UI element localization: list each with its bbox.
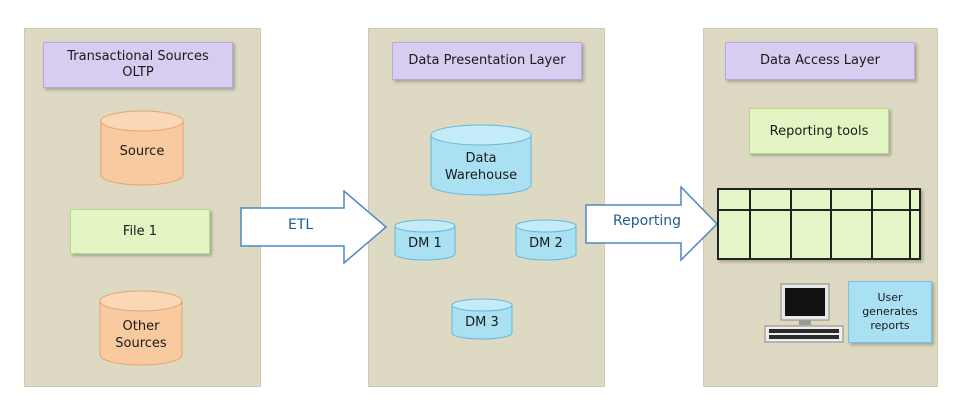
dm1-cylinder: DM 1 <box>394 219 456 261</box>
dm3-cylinder: DM 3 <box>451 298 513 340</box>
grid-line <box>909 190 911 258</box>
cylinder-shape <box>430 124 532 196</box>
header-data-access: Data Access Layer <box>725 42 915 80</box>
cylinder-shape <box>515 219 577 261</box>
data-warehouse-label: Data Warehouse <box>444 151 518 183</box>
user-generates-reports-box: User generates reports <box>848 281 932 343</box>
grid-line <box>719 209 919 211</box>
cylinder-shape <box>394 219 456 261</box>
grid-line <box>830 190 832 258</box>
cylinder-shape <box>99 290 183 366</box>
header-transactional-sources: Transactional Sources OLTP <box>43 42 233 88</box>
reporting-tools-box: Reporting tools <box>749 108 889 154</box>
dm2-label: DM 2 <box>529 236 563 251</box>
reporting-label: Reporting <box>613 213 682 229</box>
report-table-grid <box>717 188 921 260</box>
data-warehouse-cylinder: Data Warehouse <box>430 124 532 196</box>
arrow-shape <box>240 189 388 265</box>
source-cylinder: Source <box>100 110 184 186</box>
source-label: Source <box>119 144 165 159</box>
grid-line <box>871 190 873 258</box>
grid-line <box>749 190 751 258</box>
dm1-label: DM 1 <box>408 236 442 251</box>
other-sources-label: Other Sources <box>115 319 167 351</box>
grid-line <box>790 190 792 258</box>
etl-arrow: ETL <box>240 189 388 265</box>
other-sources-cylinder: Other Sources <box>99 290 183 366</box>
computer-shape <box>764 283 844 343</box>
reporting-arrow: Reporting <box>585 185 719 262</box>
cylinder-shape <box>451 298 513 340</box>
cylinder-shape <box>100 110 184 186</box>
dm2-cylinder: DM 2 <box>515 219 577 261</box>
etl-label: ETL <box>288 217 314 233</box>
file-1-box: File 1 <box>70 209 210 254</box>
header-data-presentation: Data Presentation Layer <box>392 42 582 80</box>
dm3-label: DM 3 <box>465 315 499 330</box>
computer-icon <box>763 282 845 344</box>
arrow-shape <box>585 185 719 262</box>
